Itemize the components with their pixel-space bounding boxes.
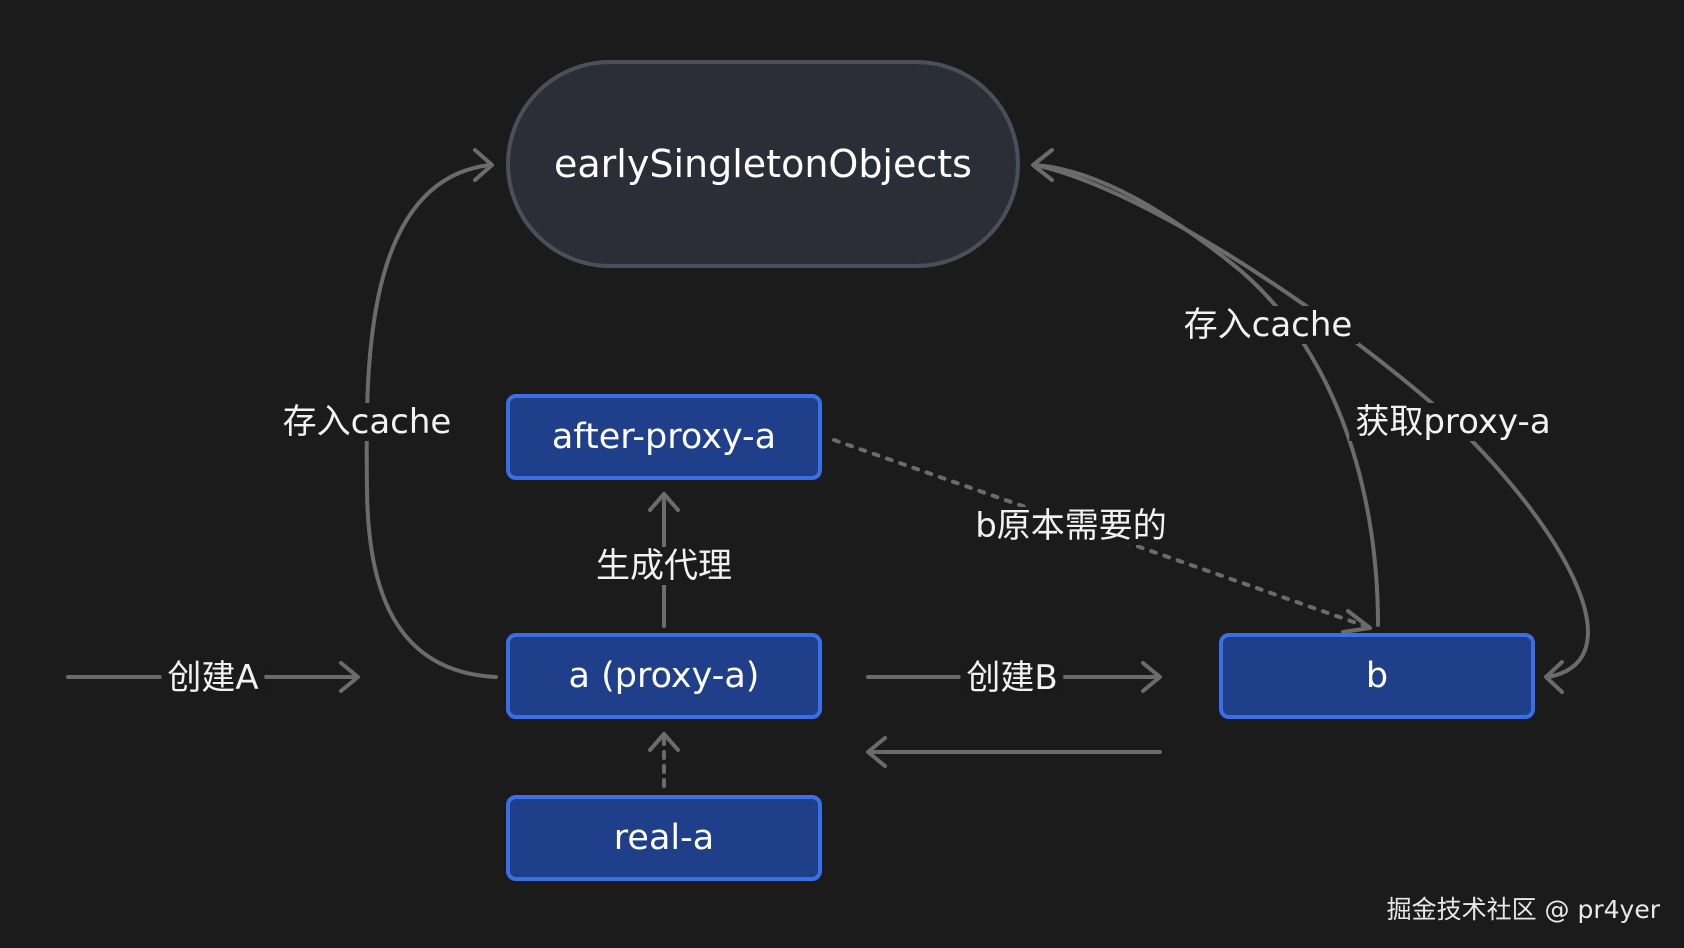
b-node: b [1219,633,1535,719]
store-cache-left-arrowhead [473,148,494,182]
gen-proxy-label: 生成代理 [590,547,738,585]
get-proxy-label: 获取proxy-a [1349,403,1557,441]
b-needs-label: b原本需要的 [969,507,1173,545]
store-cache-left-label: 存入cache [276,403,458,441]
create-a-label: 创建A [161,659,265,697]
create-b-label: 创建B [960,659,1064,697]
b-needs-arrowhead [1341,609,1372,634]
store-cache-right-label: 存入cache [1177,306,1359,344]
real-a-label: real-a [613,818,715,858]
gen-proxy-arrowhead [648,492,680,512]
after-proxy-a-label: after-proxy-a [551,417,777,457]
after-proxy-a-node: after-proxy-a [506,394,822,480]
store-cache-left-arrow [364,163,498,679]
create-a-arrowhead [339,661,360,693]
return-arrowhead [866,736,887,768]
get-proxy-arrowhead [1544,660,1564,694]
real-to-a-arrowhead [648,732,680,752]
early-singleton-objects-label: earlySingletonObjects [554,142,972,186]
a-proxy-node: a (proxy-a) [506,633,822,719]
early-singleton-objects-node: earlySingletonObjects [506,60,1020,268]
watermark: 掘金技术社区 @ pr4yer [1386,895,1660,924]
real-a-node: real-a [506,795,822,881]
b-label: b [1365,656,1389,696]
create-b-arrowhead [1141,661,1162,693]
store-cache-right-arrow [1033,163,1380,627]
a-proxy-label: a (proxy-a) [568,656,760,696]
